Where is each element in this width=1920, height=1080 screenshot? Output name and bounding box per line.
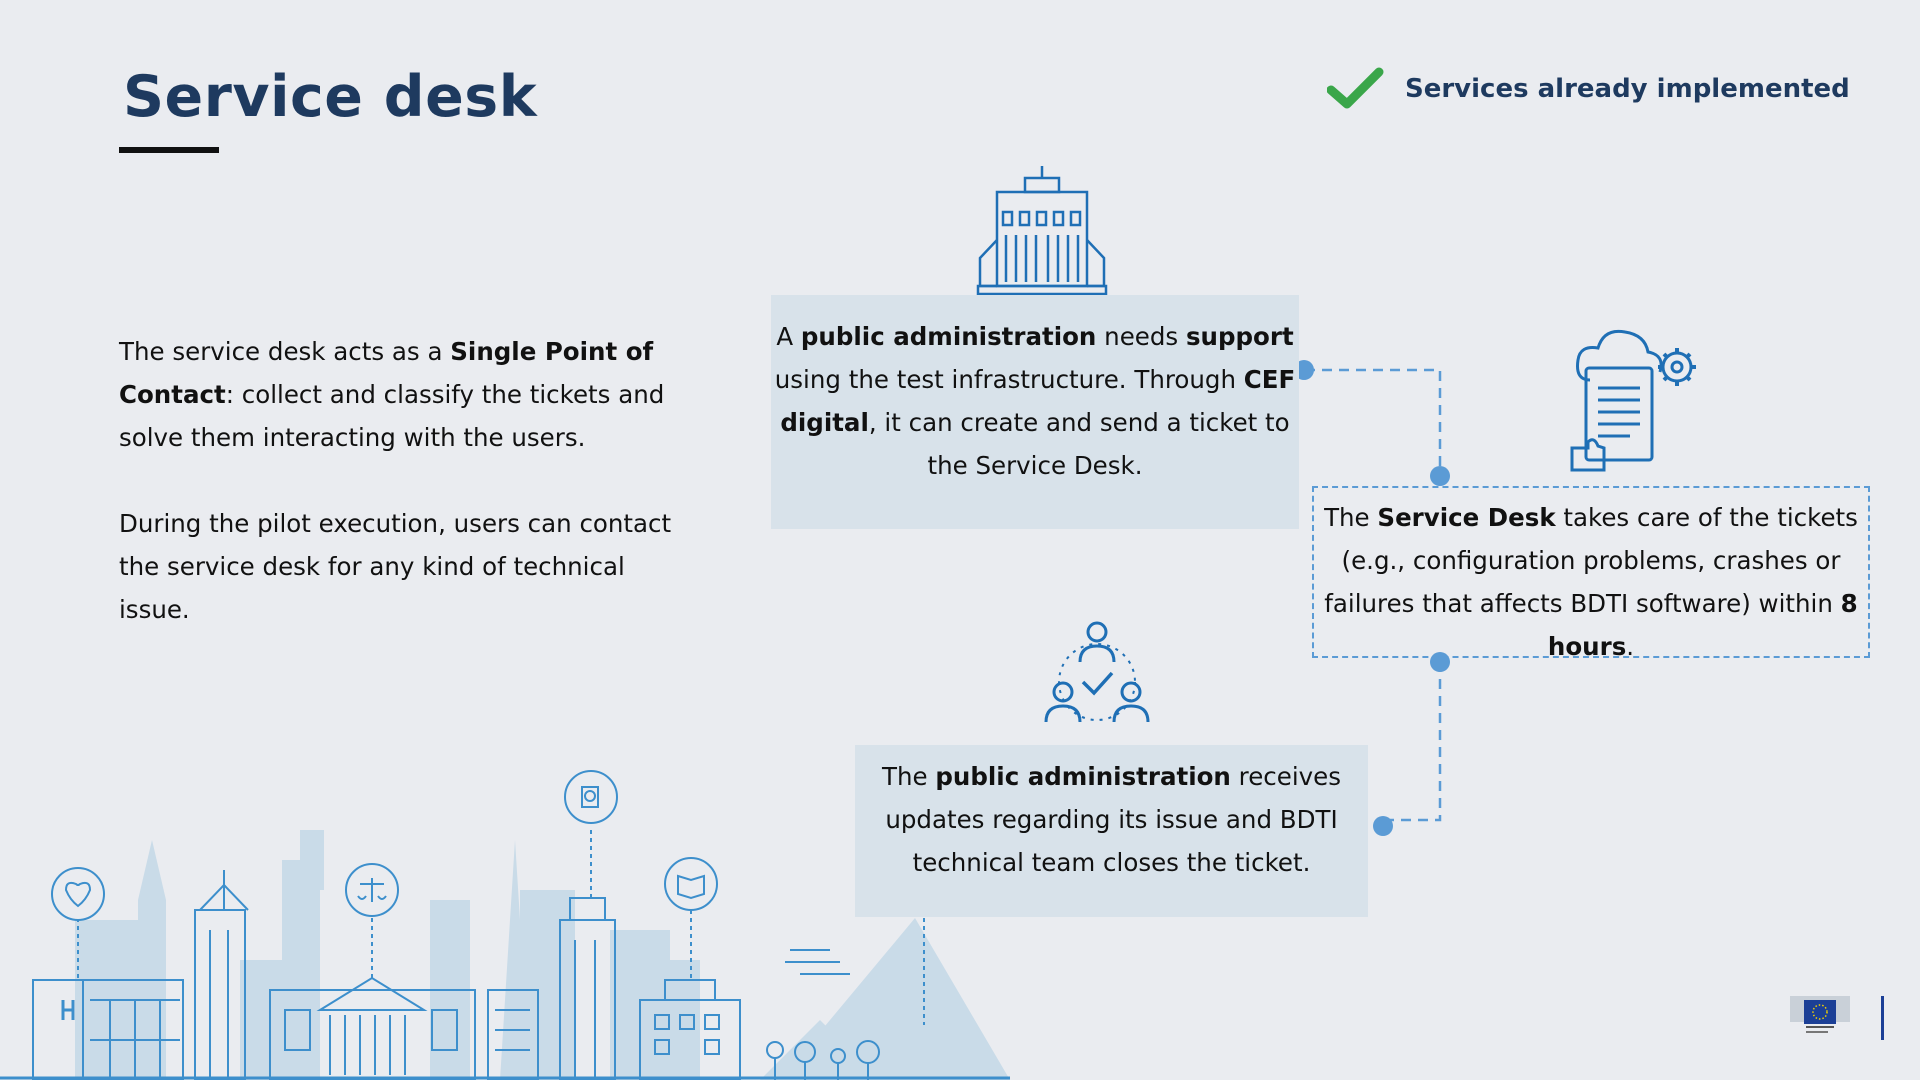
title-underline [119,147,219,153]
legend-label: Services already implemented [1405,74,1850,104]
intro-paragraph-1: The service desk acts as a Single Point … [119,337,665,452]
document-settings-icon [1570,329,1696,472]
connector-lines [1305,368,1442,822]
legend: Services already implemented [1327,64,1850,114]
checkmark-icon [1327,67,1384,109]
team-approval-icon [1044,621,1150,723]
step-card-request-ticket: A public administration needs support us… [771,295,1299,529]
intro-text: The service desk acts as a Single Point … [119,330,699,674]
step-card-close-ticket: The public administration receives updat… [855,745,1368,917]
page-title: Service desk [123,64,538,130]
european-commission-logo [1790,996,1884,1040]
building-icon [976,166,1108,296]
city-skyline-illustration [0,770,1010,1080]
step-card-service-desk: The Service Desk takes care of the ticke… [1312,486,1870,661]
intro-paragraph-2: During the pilot execution, users can co… [119,509,672,624]
